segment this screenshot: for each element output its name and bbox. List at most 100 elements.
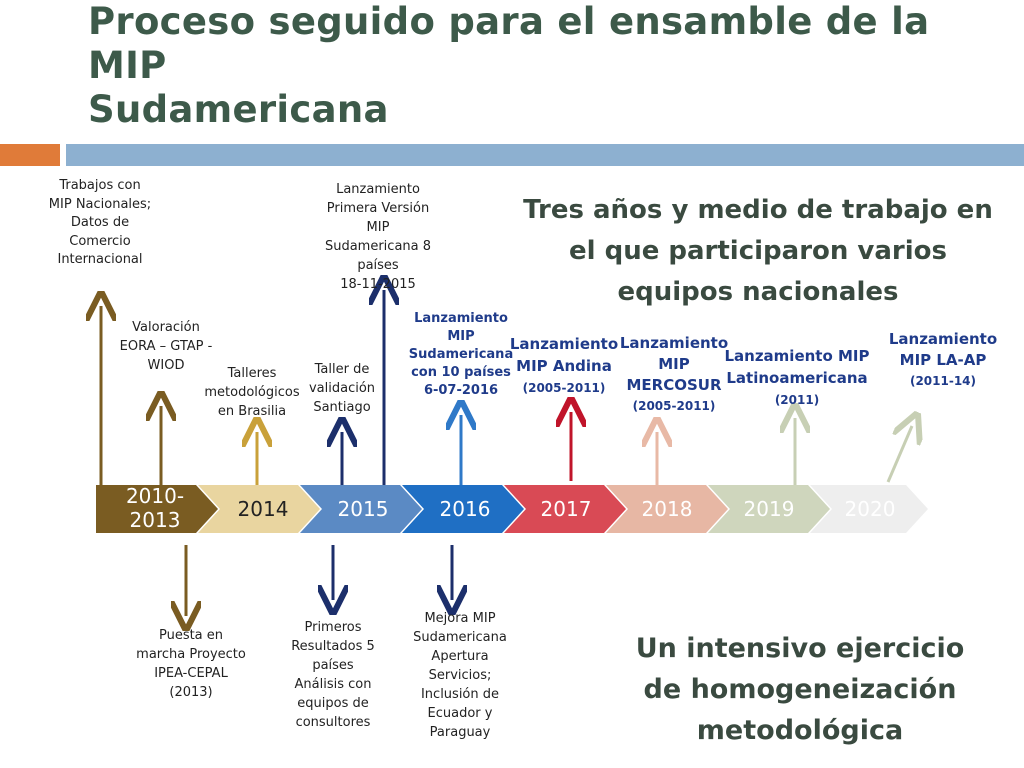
headline-top-line-2: el que participaron varios [568, 236, 947, 266]
launch-andina-l2: MIP Andina [516, 357, 612, 375]
note-taller-validacion-l3: Santiago [313, 400, 371, 415]
launch-mercosur-l1: Lanzamiento [619, 334, 729, 352]
headline-bottom-line-2: de homogeneización [643, 674, 957, 705]
title-line-1: Proceso seguido para el ensamble de la M… [88, 0, 930, 87]
headline-bottom-line-1: Un intensivo ejercicio [635, 633, 965, 664]
timeline-segment-2016 [402, 485, 524, 533]
timeline-segment-2020 [810, 485, 928, 533]
headline-top-line-1: Tres años y medio de trabajo en [523, 195, 993, 225]
timeline-segment-2010-2013 [96, 485, 218, 533]
note-primera-l6: 18-11-2015 [340, 277, 416, 292]
note-primera-version: Lanzamiento Primera Versión MIP Sudameri… [318, 180, 438, 294]
headline-top: Tres años y medio de trabajo en el que p… [520, 190, 996, 313]
year-label-2010: 2010- [126, 484, 184, 508]
launch-sud10-l3: Sudamericana [408, 347, 514, 362]
accent-bar-orange [0, 144, 60, 166]
year-label-2016: 2016 [440, 497, 491, 521]
timeline-segment-2019 [708, 485, 830, 533]
year-label-2015: 2015 [338, 497, 389, 521]
launch-mercosur-l4: (2005-2011) [632, 399, 716, 413]
note-taller-validacion-l1: Taller de [314, 362, 370, 377]
note-primeros-l5: equipos de [297, 696, 369, 711]
year-label-2014: 2014 [238, 497, 289, 521]
accent-bar-blue [66, 144, 1024, 166]
note-mejora-l1: Mejora MIP [424, 611, 496, 626]
note-trabajos: Trabajos con MIP Nacionales; Datos de Co… [40, 177, 160, 270]
note-taller-validacion: Taller de validación Santiago [302, 360, 382, 417]
headline-bottom: Un intensivo ejercicio de homogeneizació… [620, 628, 980, 751]
year-label-2020: 2020 [845, 497, 896, 521]
headline-top-line-3: equipos nacionales [617, 277, 899, 307]
note-primera-l4: Sudamericana 8 [324, 239, 432, 254]
year-label-2013: 2013 [130, 508, 181, 532]
timeline-segment-2014 [198, 485, 320, 533]
page-title: Proceso seguido para el ensamble de la M… [88, 0, 988, 132]
timeline-segment-2017 [504, 485, 626, 533]
note-primera-l5: países [357, 258, 399, 273]
note-primeros-l2: Resultados 5 [291, 639, 375, 654]
title-line-2: Sudamericana [88, 88, 389, 131]
launch-latino-l2: Latinoamericana [726, 369, 868, 387]
timeline-segment-2015 [300, 485, 422, 533]
launch-sudamericana-10: Lanzamiento MIP Sudamericana con 10 país… [404, 310, 518, 400]
note-mejora: Mejora MIP Sudamericana Apertura Servici… [406, 609, 514, 742]
note-primeros-l1: Primeros [304, 620, 362, 635]
launch-la-ap: Lanzamiento MIP LA-AP (2011-14) [884, 329, 1002, 392]
note-puesta-l4: (2013) [169, 685, 213, 700]
note-primeros-l3: países [312, 658, 354, 673]
headline-bottom-line-3: metodológica [696, 715, 904, 746]
launch-laap-l3: (2011-14) [909, 374, 977, 388]
year-label-2017: 2017 [541, 497, 592, 521]
note-primera-l1: Lanzamiento [336, 182, 420, 197]
note-primeros-l4: Análisis con [294, 677, 372, 692]
launch-latino-l1: Lanzamiento MIP [724, 347, 870, 365]
note-puesta: Puesta en marcha Proyecto IPEA-CEPAL (20… [126, 626, 256, 702]
year-label-2018: 2018 [642, 497, 693, 521]
note-valoracion-l3: WIOD [147, 358, 185, 373]
note-primeros-l6: consultores [295, 715, 371, 730]
note-talleres: Talleres metodológicos en Brasilia [200, 364, 304, 421]
note-trabajos-l5: Internacional [57, 252, 143, 267]
note-puesta-l1: Puesta en [158, 628, 224, 643]
note-puesta-l2: marcha Proyecto [136, 647, 246, 662]
year-label-2019: 2019 [744, 497, 795, 521]
launch-latinoamericana: Lanzamiento MIP Latinoamericana (2011) [722, 345, 872, 411]
note-taller-validacion-l2: validación [308, 381, 376, 396]
launch-sud10-l1: Lanzamiento [414, 311, 508, 326]
launch-andina-l1: Lanzamiento [509, 335, 619, 353]
launch-laap-l2: MIP LA-AP [899, 351, 987, 369]
note-talleres-l3: en Brasilia [217, 404, 287, 419]
launch-sud10-l4: con 10 países [411, 365, 511, 380]
note-talleres-l2: metodológicos [204, 385, 300, 400]
note-valoracion-l2: EORA – GTAP - [119, 339, 213, 354]
note-mejora-l5: Inclusión de [420, 687, 500, 702]
note-valoracion-l1: Valoración [132, 320, 200, 335]
note-trabajos-l2: MIP Nacionales; [48, 196, 152, 212]
note-primeros: Primeros Resultados 5 países Análisis co… [282, 618, 384, 732]
launch-sud10-l5: 6-07-2016 [423, 383, 499, 398]
note-valoracion: Valoración EORA – GTAP - WIOD [106, 318, 226, 375]
note-trabajos-l1: Trabajos con [59, 178, 141, 193]
note-mejora-l7: Paraguay [429, 725, 491, 740]
arrow-la-ap [886, 426, 912, 483]
launch-mercosur-l3: MERCOSUR [626, 376, 722, 394]
note-puesta-l3: IPEA-CEPAL [154, 666, 228, 681]
launch-mercosur-l2: MIP [658, 355, 690, 373]
note-primera-l2: Primera Versión [326, 201, 430, 216]
note-mejora-l4: Servicios; [428, 668, 492, 683]
note-mejora-l3: Apertura [431, 649, 489, 664]
note-trabajos-l3: Datos de [70, 215, 130, 230]
launch-latino-l3: (2011) [774, 393, 820, 407]
launch-mercosur: Lanzamiento MIP MERCOSUR (2005-2011) [614, 333, 734, 417]
note-talleres-l1: Talleres [227, 366, 277, 381]
launch-sud10-l2: MIP [447, 329, 475, 344]
note-primera-l3: MIP [366, 220, 390, 235]
note-mejora-l2: Sudamericana [413, 630, 507, 645]
launch-andina-l3: (2005-2011) [522, 381, 606, 395]
launch-andina: Lanzamiento MIP Andina (2005-2011) [506, 333, 622, 399]
note-trabajos-l4: Comercio [69, 233, 131, 249]
launch-laap-l1: Lanzamiento [888, 330, 998, 348]
timeline-segment-2018 [606, 485, 728, 533]
note-mejora-l6: Ecuador y [427, 706, 493, 721]
